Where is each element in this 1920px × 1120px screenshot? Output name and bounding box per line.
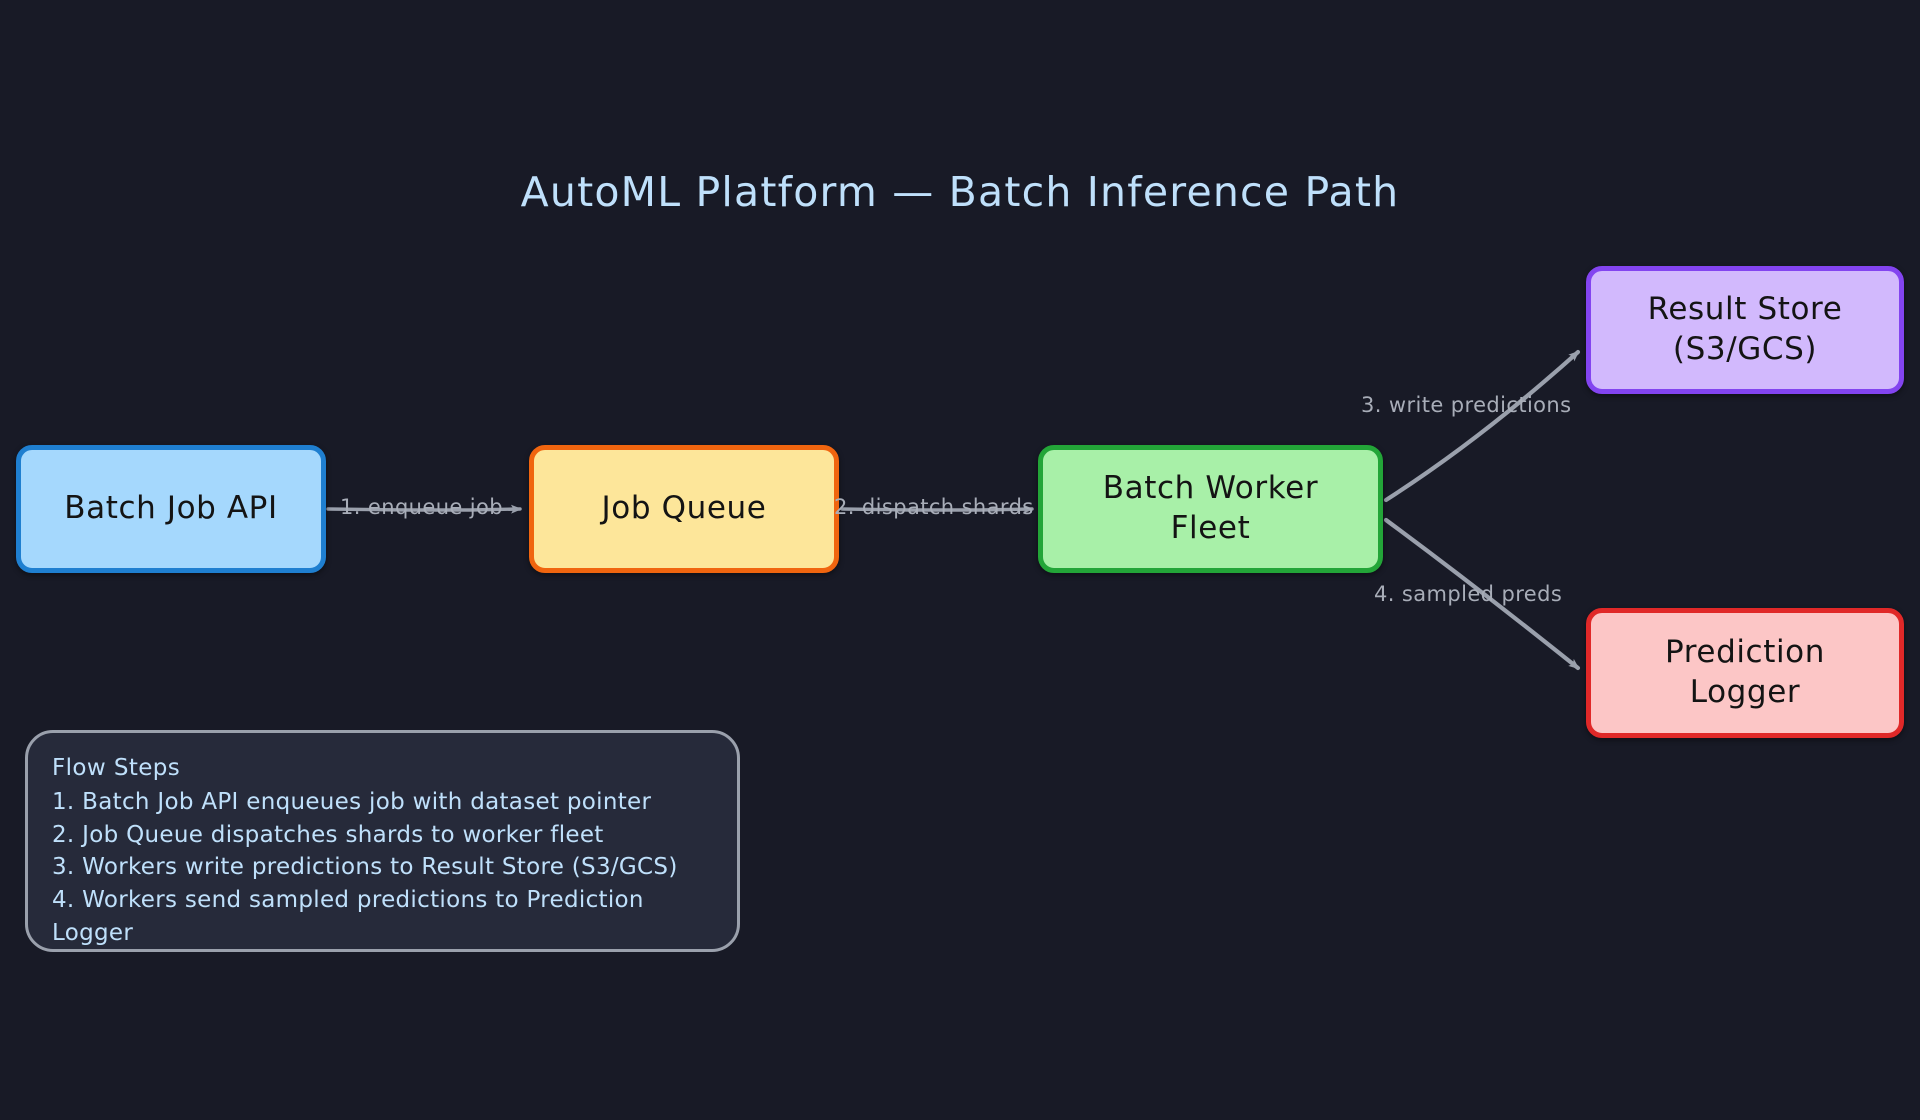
node-prediction-logger[interactable]: Prediction Logger [1586,608,1904,738]
node-batch-job-api[interactable]: Batch Job API [16,445,326,573]
edge-label-enqueue-job: 1. enqueue job [340,495,504,519]
legend-step: 2. Job Queue dispatches shards to worker… [52,821,604,848]
edge-write-predictions [1383,349,1581,503]
node-label-prediction-logger: Prediction Logger [1664,634,1825,710]
legend-step: 1. Batch Job API enqueues job with datas… [52,789,652,815]
edge-label-sampled-preds: 4. sampled preds [1374,582,1563,606]
node-result-store[interactable]: Result Store (S3/GCS) [1586,266,1904,394]
edge-label-write-predictions: 3. write predictions [1361,393,1572,417]
legend-step: 4. Workers send sampled predictions to P… [52,886,644,946]
node-label-job-queue: Job Queue [601,490,767,527]
node-label-batch-worker-fleet: Batch Worker Fleet [1102,470,1319,546]
legend-title: Flow Steps [52,755,181,781]
node-label-result-store: Result Store (S3/GCS) [1647,291,1843,367]
node-label-batch-job-api: Batch Job API [64,490,278,527]
node-job-queue[interactable]: Job Queue [529,445,839,573]
edge-label-dispatch-shards: 2. dispatch shards [834,495,1034,519]
legend-step: 3. Workers write predictions to Result S… [52,854,678,881]
node-batch-worker-fleet[interactable]: Batch Worker Fleet [1038,445,1383,573]
page-title: AutoML Platform — Batch Inference Path [520,168,1400,216]
legend-panel: Flow Steps 1. Batch Job API enqueues job… [25,730,740,952]
